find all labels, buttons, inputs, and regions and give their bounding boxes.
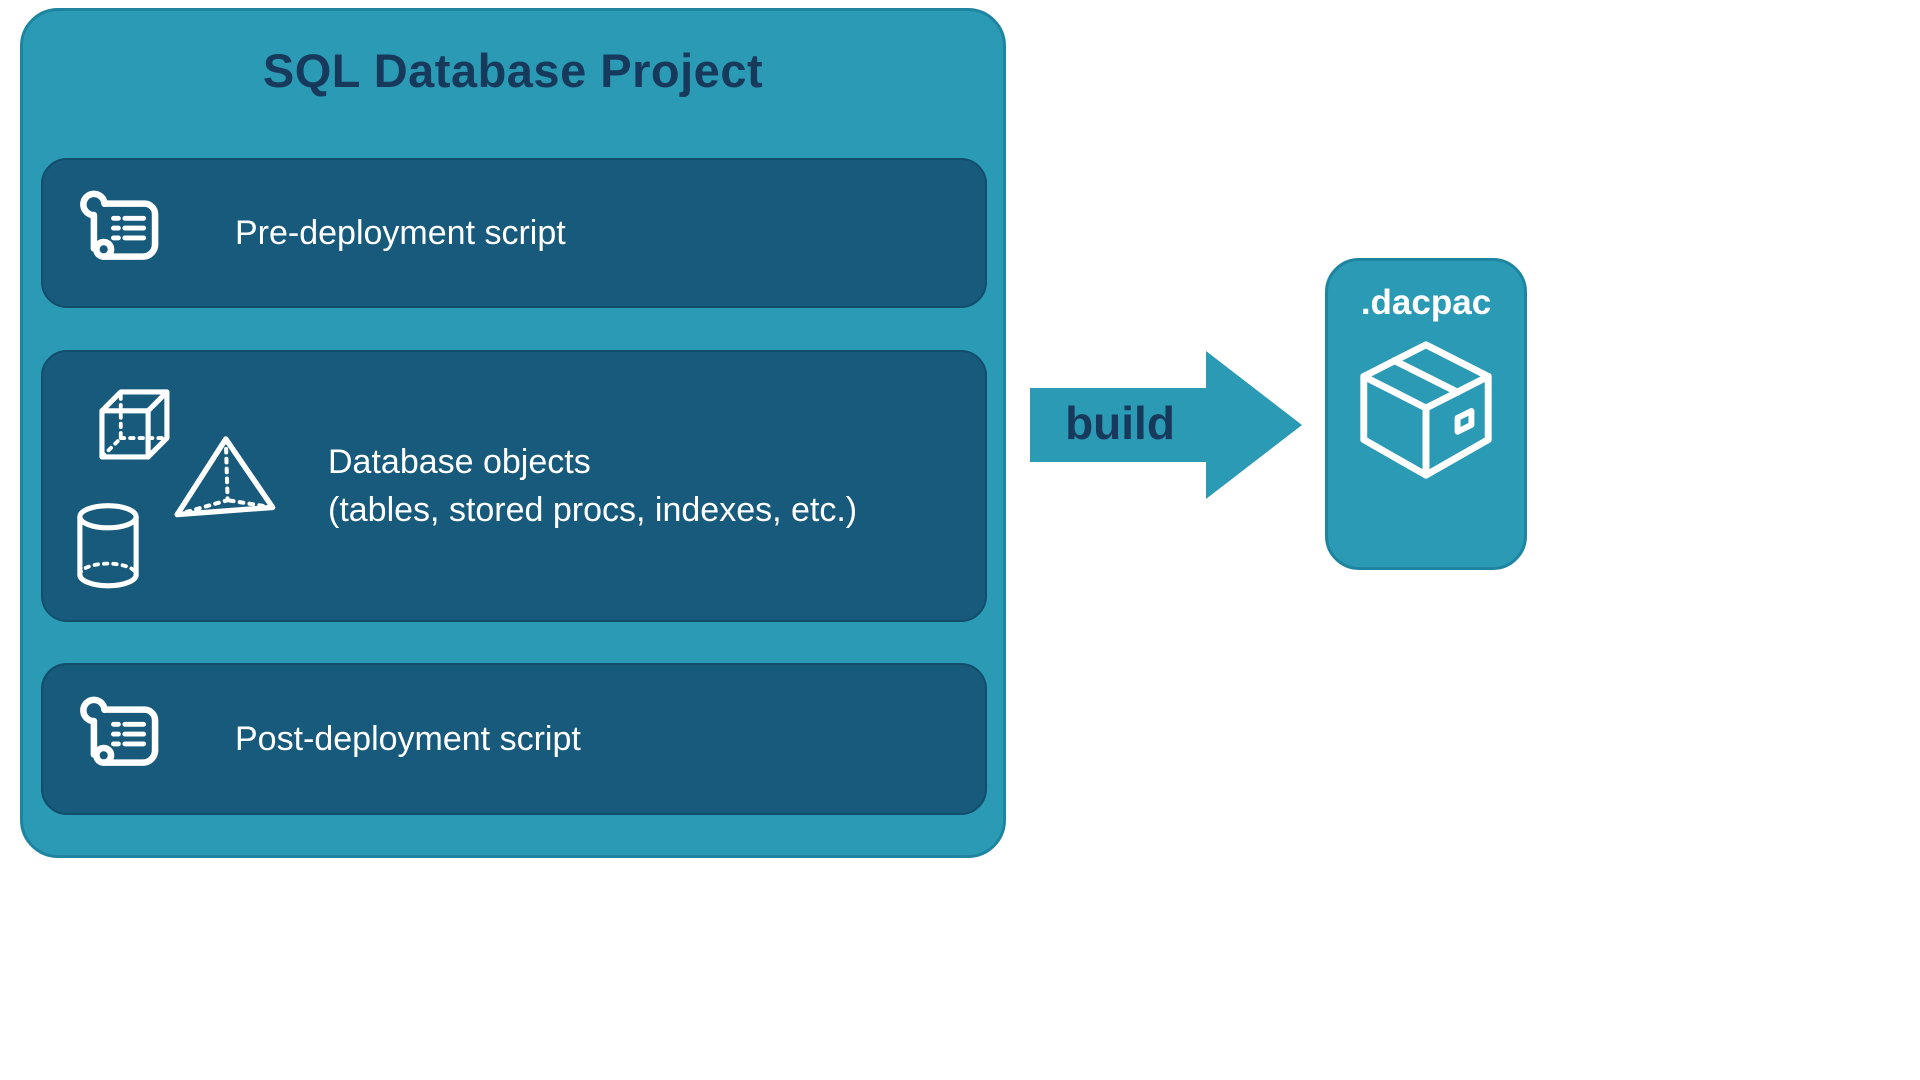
cube-icon (99, 389, 170, 460)
database-objects-label: Database objects (tables, stored procs, … (328, 438, 857, 534)
dacpac-output-box: .dacpac (1325, 258, 1527, 570)
dacpac-label: .dacpac (1360, 283, 1492, 322)
post-deployment-label: Post-deployment script (235, 719, 581, 758)
scroll-icon (80, 190, 159, 260)
build-arrow-label: build (1065, 397, 1175, 449)
package-icon (1360, 341, 1492, 479)
scroll-icon (80, 696, 159, 766)
project-title: SQL Database Project (262, 44, 764, 97)
cylinder-icon (77, 503, 139, 589)
database-objects-line1: Database objects (328, 443, 591, 481)
pyramid-icon (174, 436, 276, 518)
post-deployment-panel: Post-deployment script (41, 663, 987, 815)
build-arrow-icon (1030, 351, 1302, 499)
database-objects-line2: (tables, stored procs, indexes, etc.) (328, 491, 858, 529)
pre-deployment-label: Pre-deployment script (235, 213, 566, 252)
database-objects-panel: Database objects (tables, stored procs, … (41, 350, 987, 622)
sql-database-project-box: SQL Database Project Pre-deployment scri… (20, 8, 1006, 858)
pre-deployment-panel: Pre-deployment script (41, 158, 987, 308)
